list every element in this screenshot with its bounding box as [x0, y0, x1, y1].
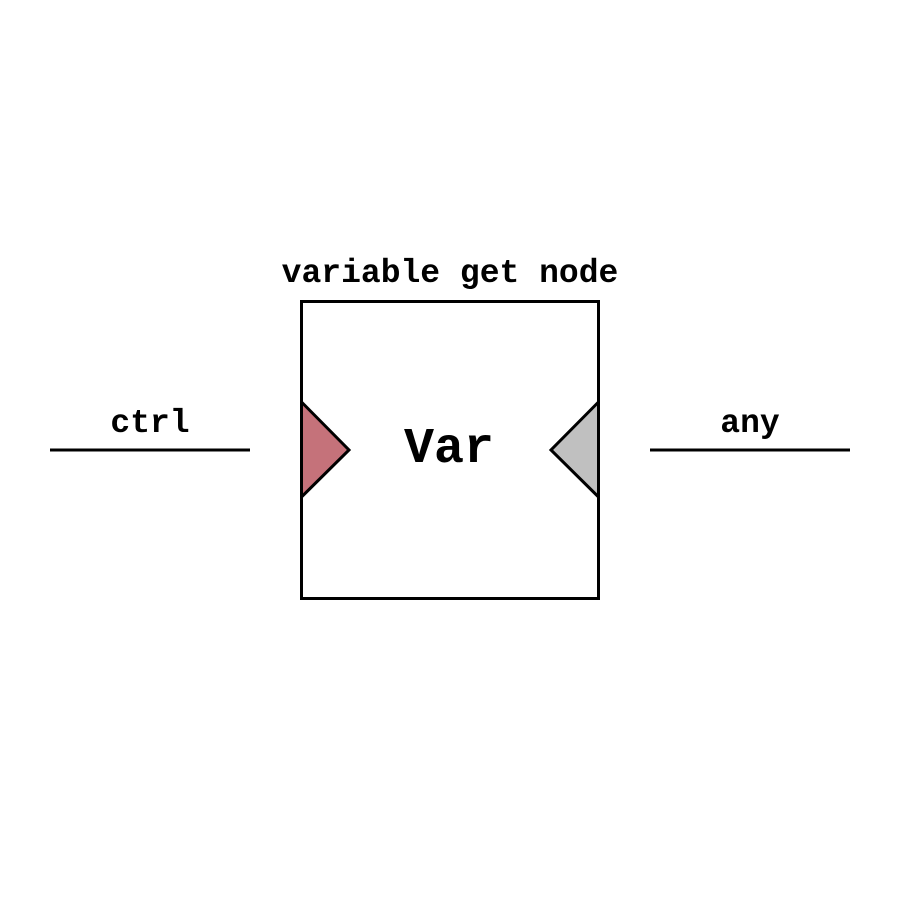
output-port-triangle-icon: [548, 398, 600, 501]
output-port-label: any: [720, 405, 780, 442]
input-port-triangle-icon: [300, 398, 352, 501]
node-title: variable get node: [282, 255, 619, 292]
input-port-label: ctrl: [110, 405, 189, 442]
node-label: Var: [404, 421, 494, 478]
